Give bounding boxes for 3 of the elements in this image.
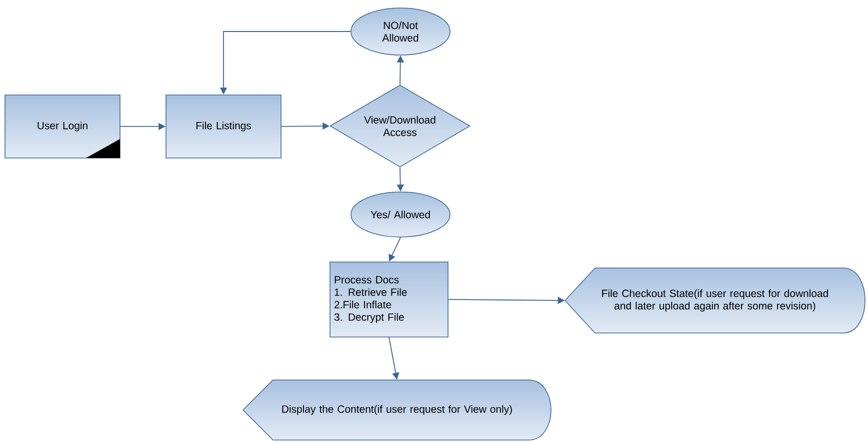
input-box: User Login	[4, 94, 120, 158]
process-box: Process Docs 1. Retrieve File 2.File Inflate 3. Decrypt File	[330, 262, 448, 338]
process-box: File Listings	[166, 94, 282, 158]
